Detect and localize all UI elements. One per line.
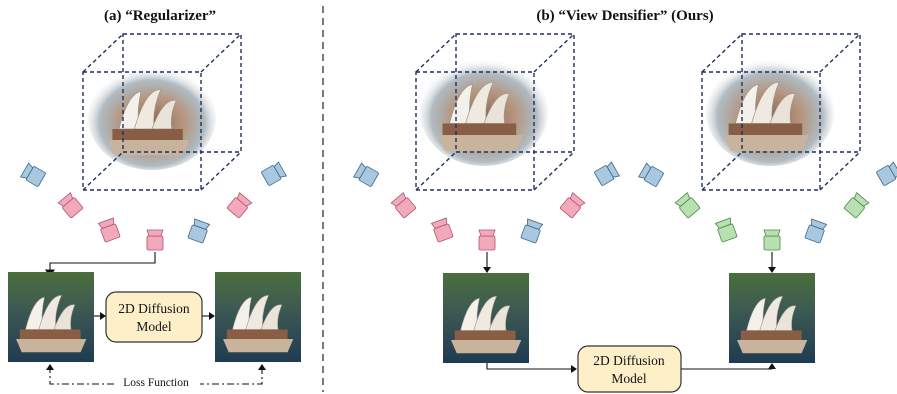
camera-icon [146, 229, 164, 251]
left-diffusion-label-line2: Model [136, 319, 171, 334]
right-diffusion-model-box: 2D Diffusion Model [577, 345, 682, 393]
camera-icon [390, 192, 417, 219]
right-diffusion-to-image-arrow [681, 367, 773, 370]
camera-icon [804, 218, 828, 244]
camera-icon [559, 192, 586, 219]
camera-icon [97, 217, 121, 243]
camera-icon [187, 218, 211, 244]
camera-icon [353, 162, 380, 188]
right-diffusion-label-line1: 2D Diffusion [593, 353, 665, 368]
left-output-image [215, 272, 301, 362]
camera-icon [763, 229, 781, 251]
right-diffusion-to-output-arrow-head [768, 363, 776, 369]
camera-icon [226, 192, 253, 219]
camera-icon [714, 217, 738, 243]
loss-label-bg [114, 374, 200, 390]
left-camera-ring [20, 161, 287, 251]
camera-icon [20, 162, 47, 188]
left-diffusion-label-line1: 2D Diffusion [118, 301, 190, 316]
camera-icon [674, 192, 701, 219]
right-output-image [729, 273, 815, 363]
left-input-image [8, 272, 94, 362]
camera-icon [478, 229, 496, 251]
camera-icon [520, 218, 544, 244]
camera-icon [843, 192, 870, 219]
right-diffusion-label-line2: Model [611, 371, 646, 386]
left-arrow-to-diffusion [94, 312, 106, 320]
camera-icon [638, 162, 665, 188]
loss-function-label: Loss Function [123, 377, 189, 389]
right-3d-scene-sparse [420, 58, 548, 166]
left-panel-title: (a) “Regularizer” [104, 8, 216, 24]
right-camera-to-image-arrow-1 [483, 252, 491, 273]
camera-icon [430, 217, 454, 243]
right-panel-title: (b) “View Densifier” (Ours) [536, 8, 713, 24]
right-camera-ring-1 [353, 161, 620, 251]
right-cube-wireframe-2 [701, 33, 861, 191]
left-arrow-from-diffusion [202, 312, 215, 320]
right-camera-to-image-arrow-2 [768, 252, 776, 273]
right-cube-wireframe-1 [415, 33, 575, 191]
left-cube-wireframe [82, 33, 242, 191]
right-image-to-diffusion-arrow [486, 363, 577, 373]
right-input-image [443, 273, 529, 363]
camera-icon [593, 161, 620, 187]
camera-icon [260, 161, 287, 187]
camera-icon [57, 192, 84, 219]
camera-icon [875, 161, 897, 187]
right-3d-scene-dense [706, 58, 834, 166]
left-3d-scene [88, 66, 216, 170]
left-diffusion-model-box: 2D Diffusion Model [105, 291, 203, 343]
right-camera-ring-2 [638, 161, 897, 251]
